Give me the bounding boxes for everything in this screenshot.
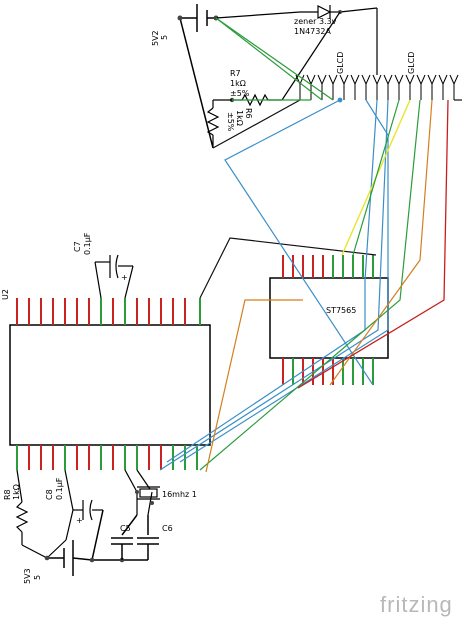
zener-name: zener 3.3v	[294, 17, 337, 26]
c8-name: C8	[45, 489, 54, 500]
wire-green-glcd-st7565[interactable]	[352, 99, 400, 256]
wire-blue-glcd-u2-a[interactable]	[179, 99, 389, 463]
wire-blue-glcd-u2-c[interactable]	[159, 99, 389, 471]
node-5v2-a	[177, 15, 183, 21]
st7565-top-pins	[282, 255, 374, 278]
r8-name: R8	[3, 489, 12, 500]
node-5v3-b	[89, 557, 95, 563]
battery-5v3[interactable]	[47, 509, 148, 576]
r6-tolerance: ±5%	[226, 112, 235, 132]
wire-blue-glcd-st7565[interactable]	[224, 99, 374, 386]
node-xtal-b	[150, 501, 154, 505]
u2-top-pins	[16, 298, 201, 325]
c8-plus: +	[76, 516, 83, 525]
u2-body	[9, 324, 211, 446]
node-blue	[337, 97, 343, 103]
c6-label: C6	[162, 524, 173, 533]
v5v3-value: 5	[33, 575, 42, 580]
zener-diode[interactable]	[215, 5, 378, 75]
wire-green-glcd-u2[interactable]	[199, 99, 421, 471]
glcd-label-b: GLCD	[407, 52, 416, 74]
st7565-label: ST7565	[326, 306, 356, 315]
wire-orange-glcd-st7565[interactable]	[329, 99, 433, 386]
r6-value: 1kΩ	[235, 110, 244, 126]
u2-label: U2	[1, 289, 10, 300]
node-xtal-a	[135, 490, 139, 494]
r7-tolerance: ±5%	[230, 89, 250, 98]
wire-orange-st7565-u2[interactable]	[205, 299, 303, 473]
zener-part: 1N4732A	[294, 27, 331, 36]
r7-name: R7	[230, 69, 241, 78]
node-5v3-a	[44, 555, 50, 561]
r8-value: 1kΩ	[12, 484, 21, 500]
v5v3-name: 5V3	[23, 568, 32, 584]
c7-value: 0.1µF	[83, 232, 92, 255]
wire-black-r6-glcd[interactable]	[212, 99, 301, 149]
r6-resistor[interactable]	[206, 99, 232, 148]
r7-value: 1kΩ	[230, 79, 246, 88]
glcd-label-a: GLCD	[336, 52, 345, 74]
c6-capacitor[interactable]	[137, 515, 159, 560]
r7-resistor[interactable]	[232, 11, 341, 107]
c7-capacitor[interactable]	[94, 254, 134, 299]
st7565-bottom-pins	[282, 358, 374, 385]
r8-resistor[interactable]	[15, 469, 48, 559]
v5v2-name: 5V2	[151, 30, 160, 46]
fritzing-logo: fritzing	[380, 592, 453, 617]
wire-red-glcd-st7565[interactable]	[297, 99, 449, 389]
glcd-header-pins	[295, 74, 459, 100]
u2-bottom-pins	[16, 445, 198, 470]
c7-plus: +	[121, 273, 128, 282]
crystal-16mhz[interactable]	[124, 469, 160, 516]
wire-black-u2-st7565[interactable]	[199, 237, 377, 299]
r6-name: R6	[244, 108, 253, 119]
crystal-label: 16mhz 1	[162, 490, 197, 499]
c5-label: C5	[120, 524, 131, 533]
wire-green-5v2-glcd-a[interactable]	[215, 17, 334, 101]
c5-capacitor[interactable]	[111, 514, 138, 560]
wire-green-5v2-glcd-b[interactable]	[215, 17, 323, 101]
battery-5v2[interactable]	[179, 4, 216, 149]
c7-name: C7	[73, 241, 82, 252]
c8-capacitor[interactable]	[46, 469, 103, 559]
v5v2-value: 5	[160, 35, 169, 40]
c8-value: 0.1µF	[55, 477, 64, 500]
u2-chip[interactable]	[9, 324, 211, 446]
